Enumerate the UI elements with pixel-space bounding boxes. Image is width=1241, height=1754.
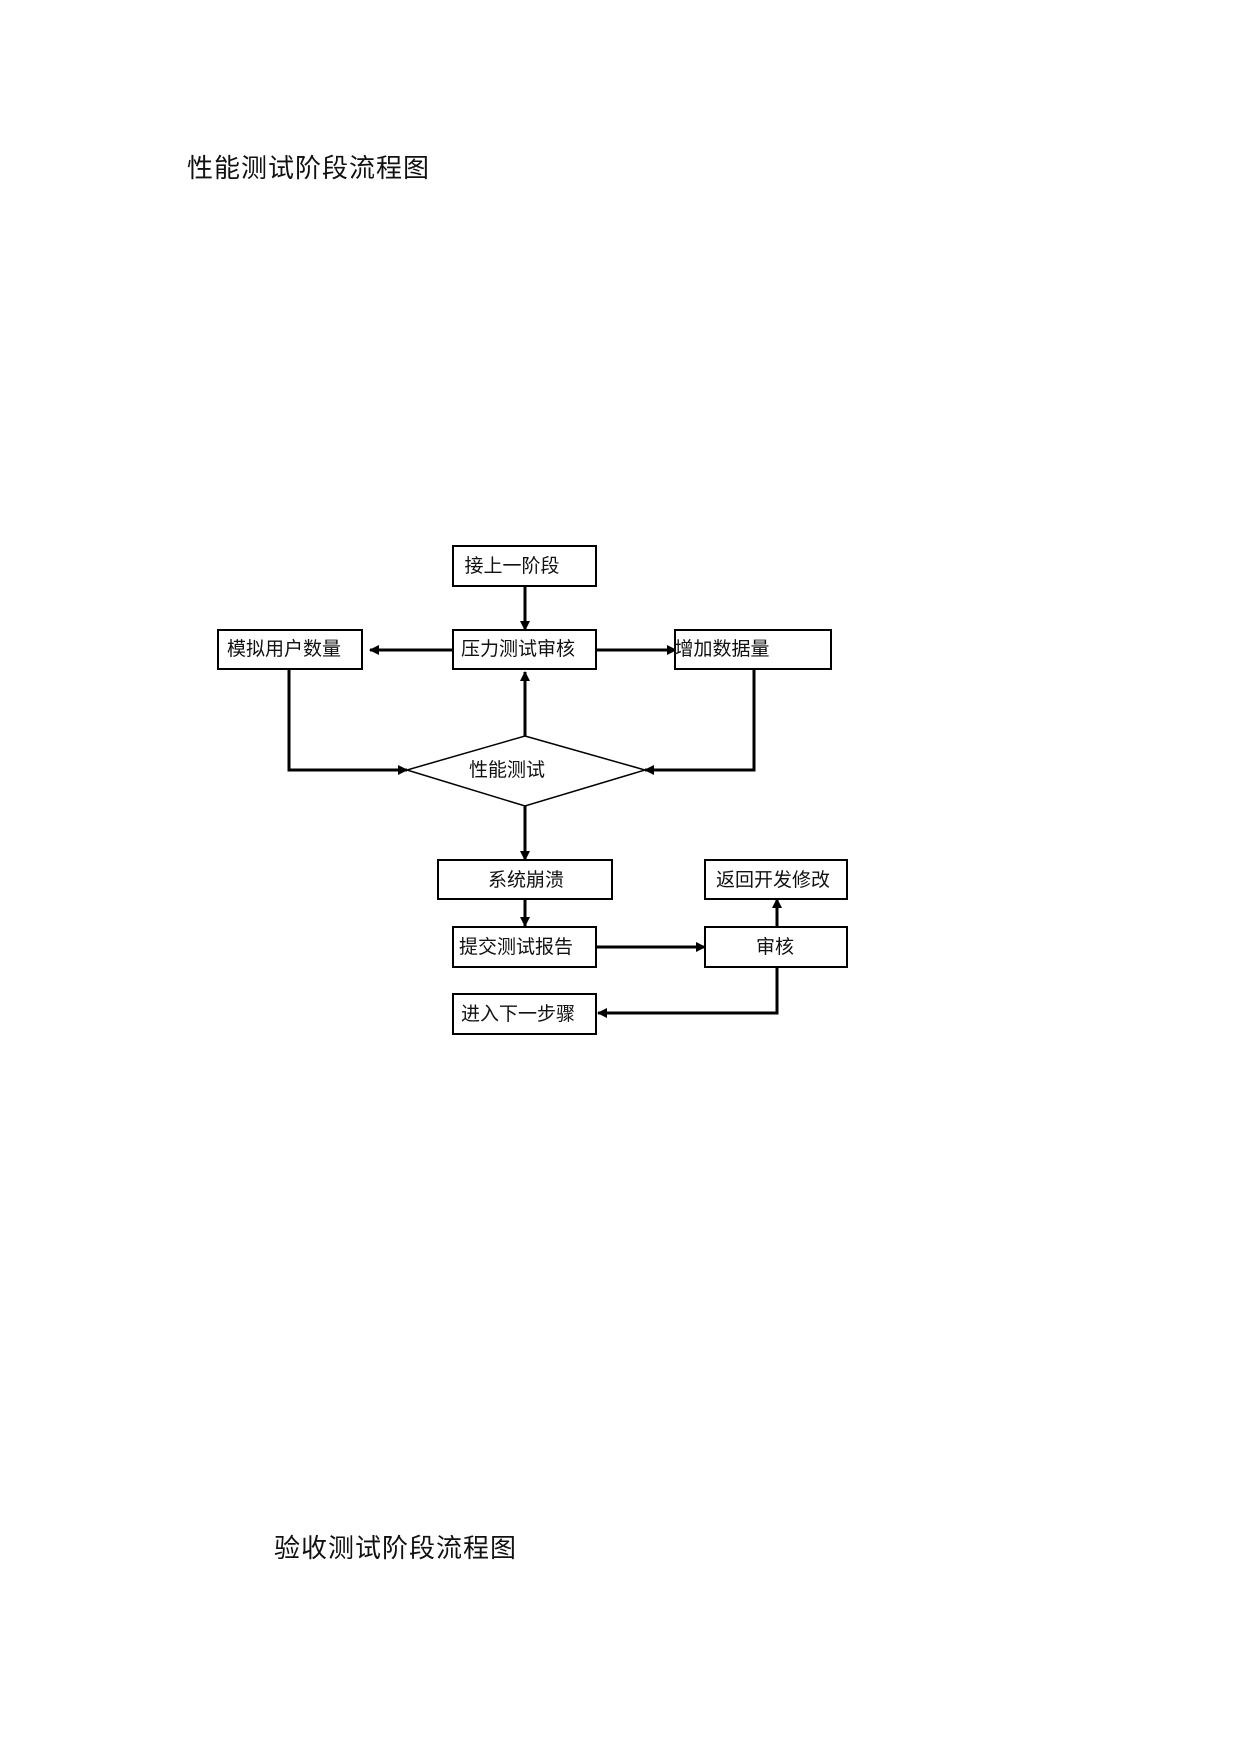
label-increase-data: 增加数据量 (674, 638, 769, 660)
node-prev-stage (452, 545, 597, 587)
label-return-dev: 返回开发修改 (716, 869, 830, 891)
node-submit-report (452, 926, 597, 968)
node-return-dev (704, 859, 848, 900)
node-review (704, 926, 848, 968)
node-increase-data (674, 629, 832, 670)
edge-simulate-to-test (287, 669, 408, 775)
label-review: 审核 (756, 936, 794, 958)
node-system-crash (437, 859, 613, 900)
label-submit-report: 提交测试报告 (459, 936, 573, 958)
heading-performance-test-flowchart: 性能测试阶段流程图 (187, 154, 431, 184)
node-stress-review (452, 629, 597, 670)
node-next-step (452, 993, 597, 1035)
label-prev-stage: 接上一阶段 (464, 555, 559, 577)
edge-review-to-next (597, 967, 779, 1018)
label-next-step: 进入下一步骤 (461, 1003, 575, 1025)
label-stress-review: 压力测试审核 (461, 638, 575, 660)
node-perf-test-decision (404, 735, 648, 807)
label-perf-test: 性能测试 (469, 759, 545, 781)
edge-increase-to-test (644, 669, 756, 775)
node-simulate-users (217, 629, 363, 670)
label-simulate-users: 模拟用户数量 (227, 638, 341, 660)
label-system-crash: 系统崩溃 (488, 869, 564, 891)
heading-acceptance-test-flowchart: 验收测试阶段流程图 (274, 1534, 518, 1564)
